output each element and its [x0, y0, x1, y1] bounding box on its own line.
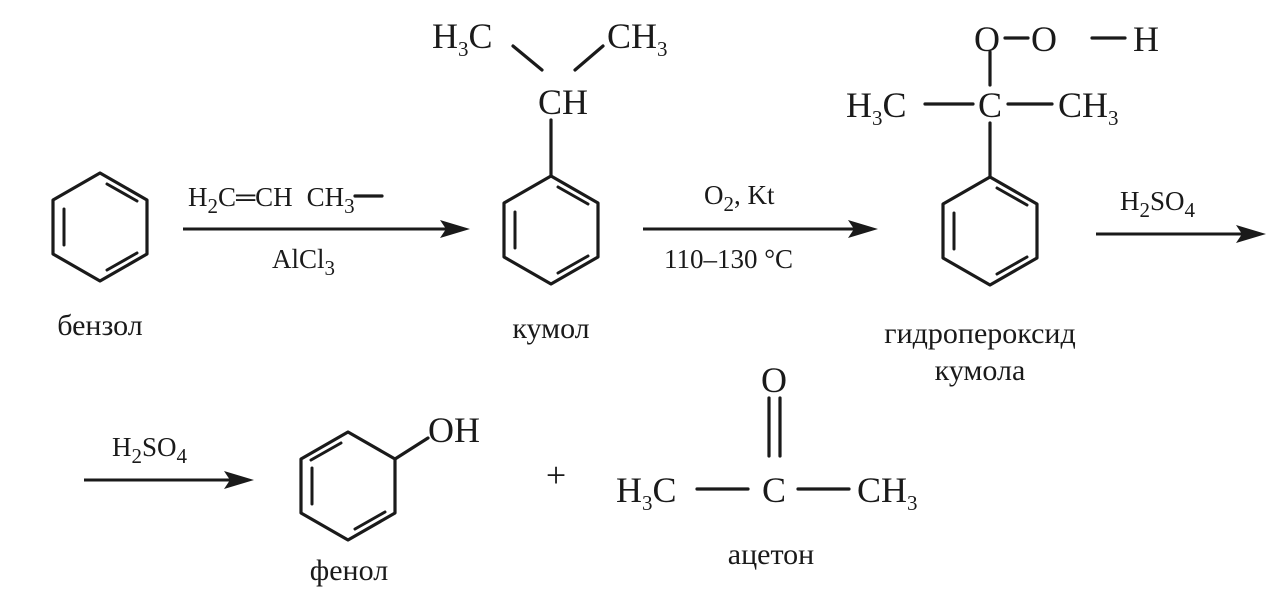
phenol-structure: [299, 430, 430, 542]
reaction-arrow-2: [643, 220, 878, 238]
cumene-ch: CH: [538, 82, 588, 122]
acetone-methyl-left: H3C: [616, 470, 677, 515]
phenol-oh: OH: [428, 410, 480, 450]
temperature-condition: 110–130 °C: [664, 244, 793, 274]
oxidant-catalyst: O2, Kt: [704, 180, 775, 216]
cumene-methyl-right: CH3: [607, 16, 668, 61]
acetone-central-c: C: [762, 470, 786, 510]
acid-catalyst-2: H2SO4: [112, 432, 188, 468]
acetone-structure: [695, 396, 851, 491]
cumene-structure: [502, 44, 605, 286]
hydroperoxide-methyl-left: H3C: [846, 85, 907, 130]
acetone-label: ацетон: [728, 538, 814, 571]
reaction-arrow-4: [84, 471, 254, 489]
benzene-structure: [51, 171, 149, 283]
hydroperoxide-o2: O: [1031, 19, 1057, 59]
reaction-arrow-1: [183, 220, 470, 238]
cumene-methyl-left: H3C: [432, 16, 493, 61]
cumene-label: кумол: [512, 312, 589, 345]
reaction-arrow-3: [1096, 225, 1266, 243]
hydroperoxide-central-c: C: [978, 85, 1002, 125]
benzene-label: бензол: [57, 309, 143, 342]
hydroperoxide-o1: O: [974, 19, 1000, 59]
acid-catalyst-1: H2SO4: [1120, 186, 1196, 222]
hydroperoxide-structure: [923, 36, 1127, 287]
phenol-label: фенол: [310, 554, 388, 587]
hydroperoxide-label-line1: гидропероксид: [884, 317, 1075, 350]
hydroperoxide-label-line2: кумола: [935, 354, 1026, 387]
hydroperoxide-h: H: [1133, 19, 1159, 59]
acetone-methyl-right: CH3: [857, 470, 918, 515]
acetone-oxygen: O: [761, 360, 787, 400]
alcl3-formula: AlCl3: [272, 244, 335, 280]
hydroperoxide-methyl-right: CH3: [1058, 85, 1119, 130]
plus-sign: +: [546, 455, 566, 495]
